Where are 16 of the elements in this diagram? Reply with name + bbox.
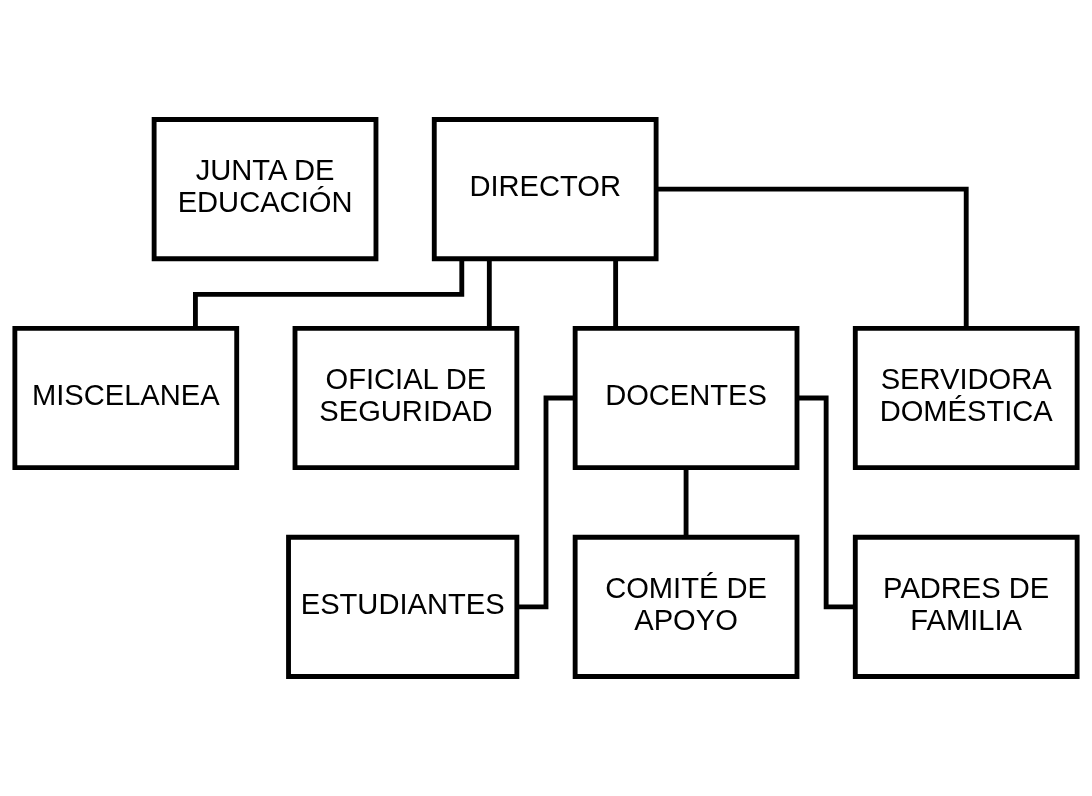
connector xyxy=(797,395,856,610)
node-box: ESTUDIANTES xyxy=(286,534,520,679)
node-box: JUNTA DE EDUCACIÓN xyxy=(151,117,379,262)
connector xyxy=(486,259,492,328)
connector xyxy=(613,259,619,328)
node-box: OFICIAL DE SEGURIDAD xyxy=(292,325,520,471)
node-box: SERVIDORA DOMÉSTICA xyxy=(852,325,1080,471)
connector xyxy=(683,468,689,537)
connector xyxy=(517,395,575,610)
node-box: DOCENTES xyxy=(572,325,800,471)
node-box: COMITÉ DE APOYO xyxy=(572,534,800,679)
node-box: MISCELANEA xyxy=(12,325,240,471)
node-box: PADRES DE FAMILIA xyxy=(852,534,1080,679)
connector xyxy=(656,186,969,328)
node-box: DIRECTOR xyxy=(431,117,659,262)
connector xyxy=(193,259,465,329)
